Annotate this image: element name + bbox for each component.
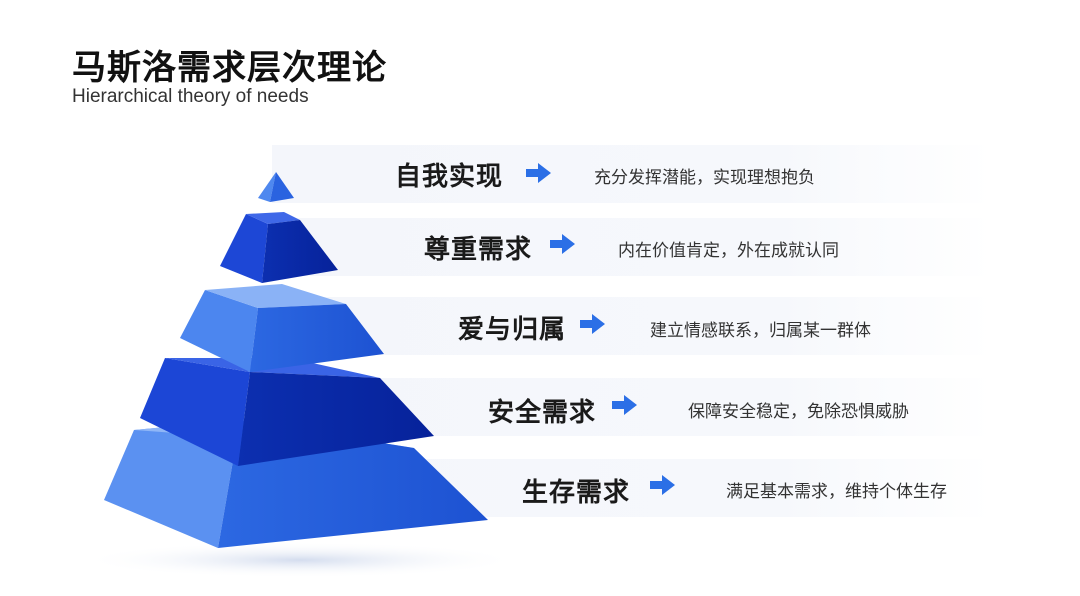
pyramid-level-2 xyxy=(220,212,338,283)
arrow-right-icon xyxy=(650,475,675,495)
pyramid-shadow xyxy=(80,542,520,578)
level-band-3 xyxy=(272,297,992,355)
level-label-2: 尊重需求 xyxy=(424,235,533,265)
arrow-right-icon xyxy=(526,163,551,183)
pyramid-level-1 xyxy=(258,172,294,202)
page-title: 马斯洛需求层次理论 xyxy=(72,48,387,88)
level-label-5: 生存需求 xyxy=(522,478,631,508)
level-label-3: 爱与归属 xyxy=(458,315,567,345)
level-label-1: 自我实现 xyxy=(395,162,504,192)
arrow-right-icon xyxy=(550,234,575,254)
level-band-2 xyxy=(272,218,992,276)
arrow-right-icon xyxy=(580,314,605,334)
level-desc-5: 满足基本需求，维持个体生存 xyxy=(726,482,947,502)
pyramid-level-3 xyxy=(180,284,384,372)
level-desc-1: 充分发挥潜能，实现理想抱负 xyxy=(594,168,815,188)
page-subtitle: Hierarchical theory of needs xyxy=(72,86,309,107)
arrow-right-icon xyxy=(612,395,637,415)
level-desc-4: 保障安全稳定，免除恐惧威胁 xyxy=(688,402,909,422)
level-desc-2: 内在价值肯定，外在成就认同 xyxy=(618,241,839,261)
level-label-4: 安全需求 xyxy=(488,398,597,428)
level-desc-3: 建立情感联系，归属某一群体 xyxy=(650,321,871,341)
level-band-1 xyxy=(272,145,992,203)
